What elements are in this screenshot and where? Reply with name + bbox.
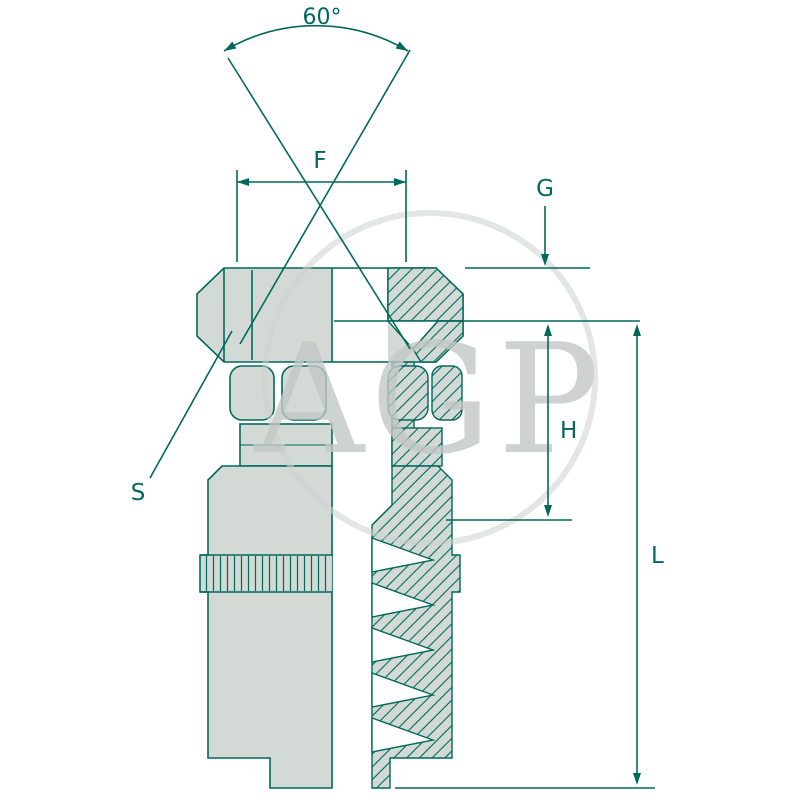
serration-tooth — [371, 582, 436, 618]
dim-f: F — [236, 148, 407, 262]
watermark: AGP — [253, 210, 605, 546]
dim-s: S — [131, 330, 233, 506]
collar-segment — [281, 365, 327, 421]
arrowhead-up — [633, 324, 641, 336]
cone-angle-dimension: 60° — [223, 5, 411, 350]
dim-h-label: H — [560, 418, 577, 444]
watermark-text: AGP — [253, 311, 605, 488]
dim-h: H — [446, 324, 577, 521]
nut-bore — [332, 269, 388, 361]
arrowhead-left — [237, 178, 249, 186]
nut-section-hatch-upper — [387, 267, 464, 322]
dim-l-label: L — [651, 543, 664, 569]
dim-g: G — [334, 176, 640, 322]
arrowhead-down — [544, 505, 552, 517]
dim-l: L — [395, 324, 664, 789]
arrowhead-right — [394, 178, 406, 186]
fitting-section-view — [196, 267, 464, 789]
ferrule-exterior — [199, 465, 333, 789]
arrowhead-up — [544, 324, 552, 336]
arrowhead-down — [541, 254, 549, 266]
cone-seat-groove — [387, 320, 439, 351]
serration-tooth — [371, 537, 436, 573]
arc-arrowhead — [224, 41, 237, 51]
dim-f-label: F — [313, 148, 326, 174]
dim-g-label: G — [536, 176, 554, 202]
dimension-annotations: 60° F G H — [131, 5, 664, 789]
arc-arrowhead — [395, 41, 408, 51]
cone-flank-line — [227, 57, 411, 350]
angle-arc — [223, 24, 409, 52]
knurl-band — [202, 556, 332, 591]
serration-tooth — [371, 717, 436, 753]
dim-s-label: S — [131, 480, 146, 506]
internal-serrations — [371, 537, 436, 753]
arrowhead-down — [633, 773, 641, 785]
cone-angle-label: 60° — [303, 5, 342, 30]
collar-segment-section — [431, 365, 463, 421]
serration-tooth — [371, 672, 436, 708]
leader-line — [149, 330, 233, 479]
watermark-circle — [262, 210, 598, 546]
serration-tooth — [371, 627, 436, 663]
cone-flank-line — [239, 49, 411, 345]
collar-segment-section — [387, 365, 429, 421]
